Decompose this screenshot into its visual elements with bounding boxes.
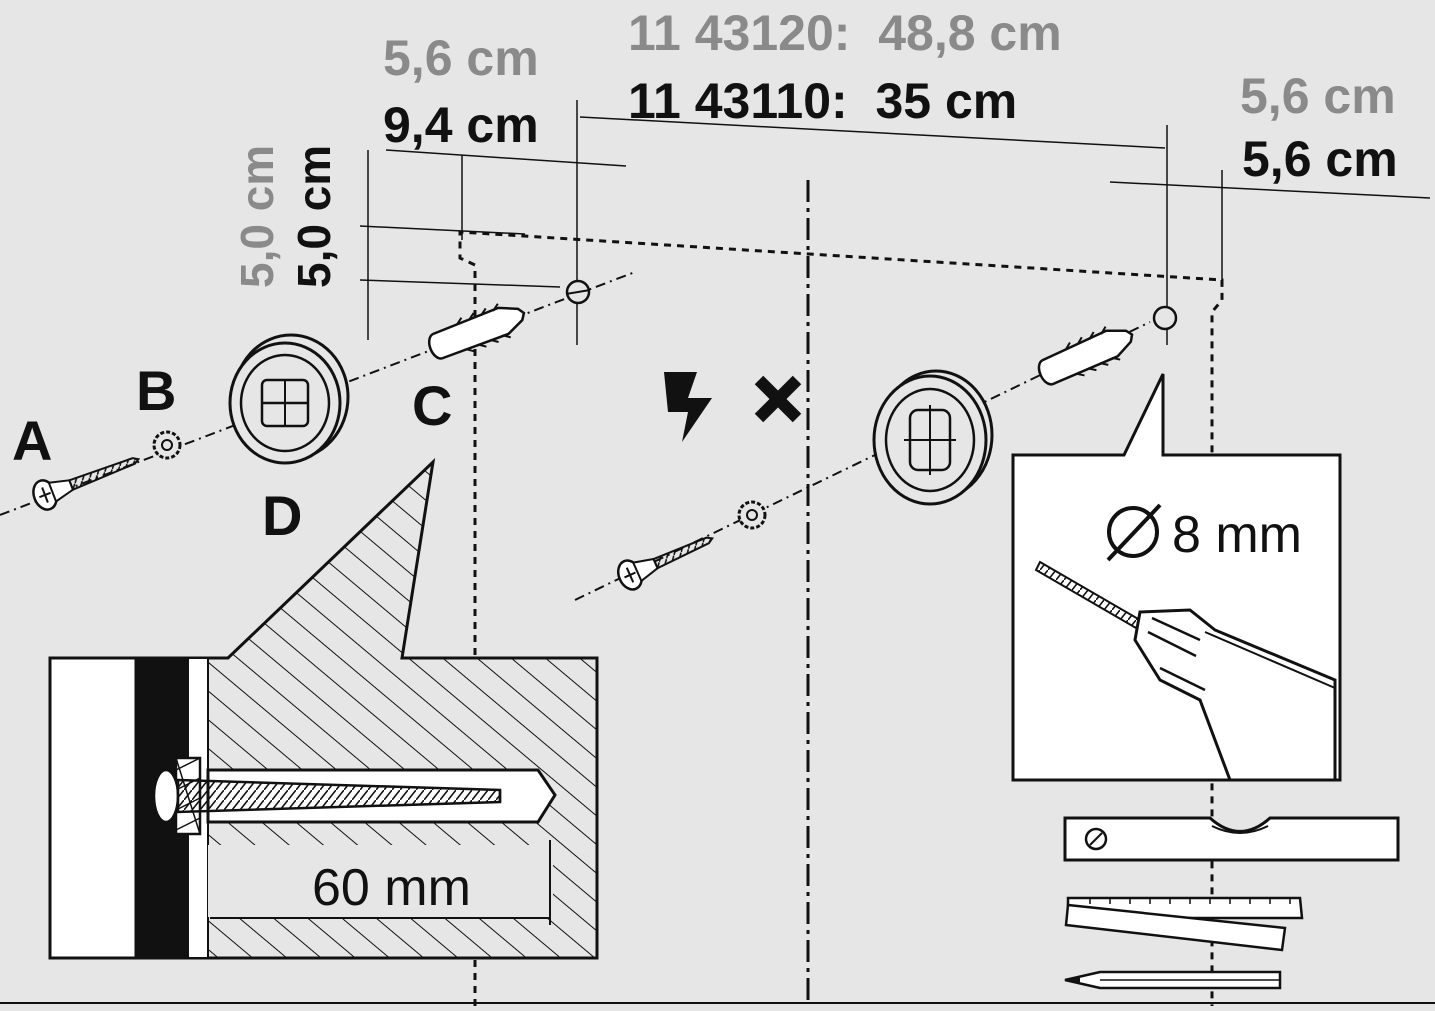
hole-spacing-black-label: 11 43110: 35 cm <box>628 73 1017 129</box>
vertical-offset-gray-label: 5,0 cm <box>231 145 283 288</box>
drill-depth-label: 60 mm <box>312 859 471 917</box>
lightning-icon <box>664 372 712 442</box>
left-hole-marker <box>565 279 591 305</box>
cabinet-outline <box>458 230 1224 1006</box>
right-washer <box>737 500 767 530</box>
right-offset-gray-label: 5,6 cm <box>1240 68 1396 124</box>
drill-diameter-label: 8 mm <box>1172 506 1302 564</box>
vertical-offset-black-label: 5,0 cm <box>288 145 340 288</box>
label-cover: D <box>262 484 302 547</box>
left-cover-cap <box>228 333 350 465</box>
right-cover-cap <box>872 369 994 506</box>
spirit-level-icon <box>1063 816 1400 862</box>
hole-spacing-gray-label: 11 43120: 48,8 cm <box>628 5 1062 61</box>
drill-callout <box>1011 373 1342 782</box>
dimension-lines <box>359 100 1431 345</box>
wall-section-callout <box>48 457 599 960</box>
label-washer: B <box>136 359 176 422</box>
left-dowel <box>427 303 526 360</box>
left-screw <box>32 457 141 511</box>
left-offset-gray-label: 5,6 cm <box>383 30 539 86</box>
drill-icon <box>1034 560 1337 782</box>
right-offset-black-label: 5,6 cm <box>1242 131 1398 187</box>
label-screw: A <box>12 409 52 472</box>
cross-icon <box>754 375 802 423</box>
right-hole-marker <box>1152 305 1178 331</box>
left-offset-black-label: 9,4 cm <box>383 97 539 153</box>
label-dowel: C <box>412 374 452 437</box>
right-screw <box>616 536 714 591</box>
right-dowel <box>1037 326 1134 386</box>
diameter-icon <box>1106 503 1162 562</box>
pencil-icon <box>1064 970 1282 990</box>
folding-ruler-icon <box>1064 896 1304 952</box>
left-washer <box>152 430 182 460</box>
